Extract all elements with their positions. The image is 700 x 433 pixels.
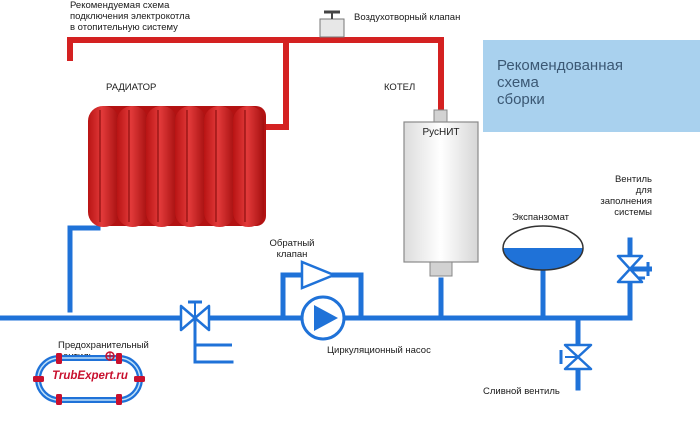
supply-pipes xyxy=(67,37,444,130)
supply-main-pipe xyxy=(67,37,444,120)
logo-text: TrubExpert.ru xyxy=(52,370,128,382)
pipe-stub-lines xyxy=(195,266,652,347)
air-valve-label: Воздухотворный клапан xyxy=(354,12,461,23)
radiator xyxy=(88,106,266,227)
circulation-pump xyxy=(300,295,346,341)
fill-valve-label-1: Вентиль xyxy=(614,174,652,185)
fill-valve xyxy=(616,254,650,284)
fill-valve-label-3: заполнения xyxy=(600,196,652,207)
scheme-title: Рекомендованная схема сборки xyxy=(497,57,623,108)
caption-line-1: Рекомендуемая схема xyxy=(70,0,170,11)
drain-valve xyxy=(559,343,593,371)
boiler-name-label: РусНИТ xyxy=(422,127,460,138)
check-valve-label-2: клапан xyxy=(276,249,308,260)
safety-outlet-pipe xyxy=(193,316,234,364)
safety-valve xyxy=(179,300,211,332)
drain-valve-label: Сливной вентиль xyxy=(483,386,560,397)
air-valve xyxy=(319,10,345,38)
circulation-pump-label: Циркуляционный насос xyxy=(327,345,431,356)
return-pipes xyxy=(0,225,633,391)
fill-valve-label-4: системы xyxy=(614,207,652,218)
boiler xyxy=(403,109,479,277)
bypass-right xyxy=(331,272,364,321)
caption-line-2: подключения электрокотла xyxy=(70,11,191,22)
fill-valve-label-2: для xyxy=(635,185,652,196)
radiator-return-pipe xyxy=(67,225,101,313)
radiator-label: РАДИАТОР xyxy=(106,82,157,93)
radiator-supply-branch xyxy=(262,37,289,130)
check-valve xyxy=(300,260,338,290)
caption-line-3: в отопительную систему xyxy=(70,22,178,33)
title-box xyxy=(483,40,700,132)
expansion-tank xyxy=(502,225,584,271)
safety-valve-label-1: Предохранительный xyxy=(58,340,149,351)
expansion-tank-label: Экспанзомат xyxy=(512,212,570,223)
check-valve-label-1: Обратный xyxy=(269,238,315,249)
trubexpert-logo xyxy=(33,351,145,405)
boiler-header-label: КОТЕЛ xyxy=(384,82,416,93)
bypass-left xyxy=(280,272,303,321)
